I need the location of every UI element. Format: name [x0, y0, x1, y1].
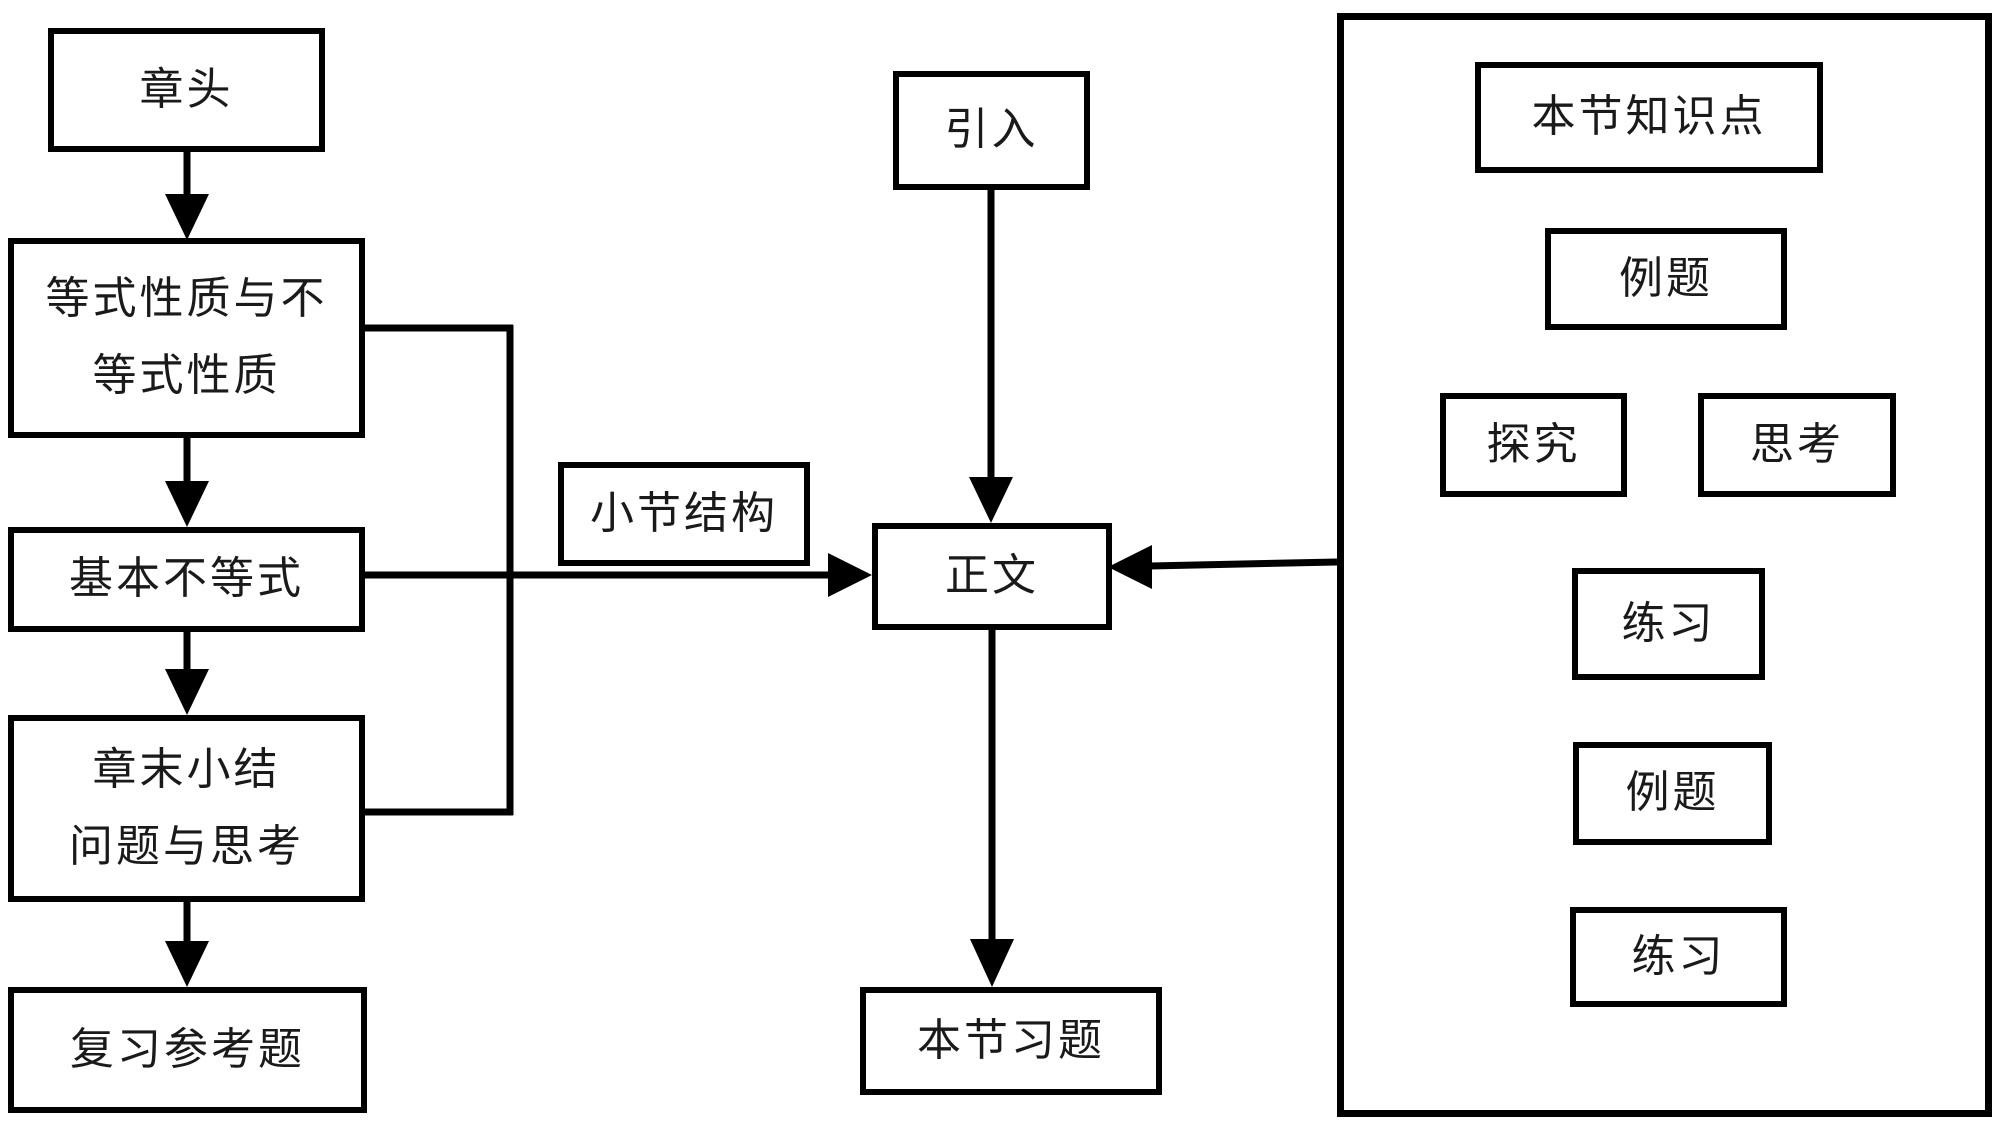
node-review-questions: 复习参考题	[8, 987, 367, 1113]
node-basic-inequality: 基本不等式	[8, 527, 365, 632]
node-main-text-label: 正文	[945, 551, 1039, 601]
arrow-summary-to-review	[165, 902, 209, 987]
arrow-chapter-head-to-properties	[165, 152, 209, 240]
arrow-main-text-to-exercises	[970, 630, 1014, 987]
node-chapter-summary: 章末小结 问题与思考	[8, 715, 365, 902]
node-section-structure-text: 小节结构	[590, 488, 778, 538]
node-practice-2: 练习	[1570, 907, 1787, 1007]
node-knowledge-points-label: 本节知识点	[1531, 92, 1767, 142]
node-chapter-summary-label-line1: 章末小结	[92, 744, 281, 794]
node-main-text: 正文	[872, 523, 1112, 630]
node-section-exercises: 本节习题	[860, 987, 1162, 1095]
node-chapter-head: 章头	[48, 28, 325, 152]
node-practice-1: 练习	[1572, 568, 1765, 680]
arrow-intro-to-main-text	[969, 190, 1013, 523]
arrow-basic-inequality-to-summary	[165, 632, 209, 715]
node-equality-properties: 等式性质与不 等式性质	[8, 238, 365, 438]
node-review-questions-label: 复习参考题	[70, 1024, 305, 1074]
node-think-label: 思考	[1750, 419, 1844, 469]
node-section-exercises-label: 本节习题	[917, 1015, 1105, 1065]
node-example-2-label: 例题	[1625, 768, 1720, 818]
node-introduction: 引入	[893, 71, 1090, 190]
node-example-2: 例题	[1573, 742, 1772, 845]
node-chapter-summary-label-line2: 问题与思考	[69, 821, 304, 871]
node-example-1-label: 例题	[1619, 253, 1713, 303]
node-practice-2-label: 练习	[1631, 931, 1726, 981]
node-equality-properties-label-line2: 等式性质	[92, 351, 281, 400]
node-practice-1-label: 练习	[1621, 598, 1716, 648]
node-introduction-label: 引入	[944, 105, 1039, 155]
node-chapter-head-label: 章头	[139, 64, 234, 114]
node-basic-inequality-label: 基本不等式	[69, 554, 304, 604]
node-example-1: 例题	[1545, 228, 1787, 330]
arrow-right-panel-to-main-text	[1108, 545, 1338, 589]
node-think: 思考	[1698, 393, 1896, 497]
node-explore: 探究	[1440, 393, 1627, 497]
node-section-structure-label: 小节结构	[558, 462, 810, 566]
arrow-properties-to-basic-inequality	[165, 438, 209, 527]
node-equality-properties-label-line1: 等式性质与不	[45, 274, 328, 324]
node-knowledge-points: 本节知识点	[1475, 62, 1823, 173]
node-explore-label: 探究	[1486, 419, 1581, 469]
